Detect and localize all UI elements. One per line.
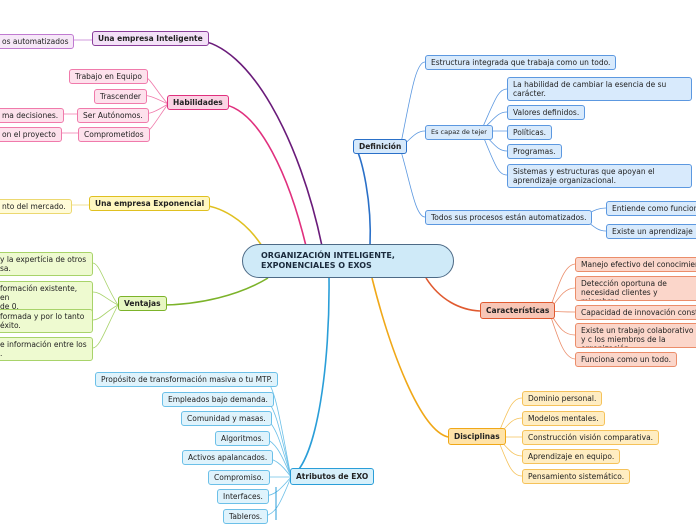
habilidad-item[interactable]: Trabajo en Equipo — [69, 69, 149, 84]
empresa-inteligente-node[interactable]: Una empresa Inteligente — [92, 31, 209, 46]
disciplina-item[interactable]: Construcción visión comparativa. — [522, 430, 660, 445]
empresa-exponencial-child[interactable]: nto del mercado. — [0, 199, 72, 214]
ventajas-node[interactable]: Ventajas — [118, 296, 167, 311]
central-topic[interactable]: ORGANIZACIÓN INTELIGENTE, EXPONENCIALES … — [242, 244, 454, 278]
caracteristica-item[interactable]: Manejo efectivo del conocimiento — [575, 257, 696, 272]
habilidad-subitem[interactable]: ma decisiones. — [0, 108, 65, 123]
empresa-exponencial-node[interactable]: Una empresa Exponencial — [89, 196, 211, 211]
disciplina-item[interactable]: Modelos mentales. — [522, 411, 605, 426]
procesos-item[interactable]: Existe un aprendizaje — [606, 224, 696, 239]
tejer-item[interactable]: Sistemas y estructuras que apoyan el apr… — [507, 164, 692, 188]
definicion-item[interactable]: Estructura integrada que trabaja como un… — [425, 55, 617, 70]
empresa-inteligente-child[interactable]: os automatizados — [0, 34, 75, 49]
ventaja-item[interactable]: formada y por lo tanto éxito. — [0, 309, 93, 333]
habilidad-subitem[interactable]: on el proyecto — [0, 127, 62, 142]
procesos-item[interactable]: Entiende como funciona — [606, 201, 696, 216]
caracteristica-item[interactable]: Detección oportuna de necesidad clientes… — [575, 276, 696, 301]
habilidades-node[interactable]: Habilidades — [167, 95, 229, 110]
habilidad-item[interactable]: Trascender — [94, 89, 148, 104]
caracteristica-item[interactable]: Funciona como un todo. — [575, 352, 677, 367]
caracteristicas-node[interactable]: Características — [480, 302, 556, 319]
disciplina-item[interactable]: Dominio personal. — [522, 391, 603, 406]
atributo-item[interactable]: Compromiso. — [208, 470, 270, 485]
atributo-item[interactable]: Activos apalancados. — [182, 450, 274, 465]
atributo-item[interactable]: Propósito de transformación masiva o tu … — [95, 372, 279, 387]
tejer-item[interactable]: Políticas. — [507, 125, 553, 140]
tejer-item[interactable]: Programas. — [507, 144, 562, 159]
atributo-item[interactable]: Interfaces. — [217, 489, 269, 504]
habilidad-item[interactable]: Comprometidos — [78, 127, 150, 142]
ventaja-item[interactable]: formación existente, en de 0. — [0, 281, 93, 314]
atributo-item[interactable]: Comunidad y masas. — [181, 411, 272, 426]
atributo-item[interactable]: Tableros. — [223, 509, 269, 524]
definicion-node[interactable]: Definición — [353, 139, 408, 154]
definicion-item[interactable]: Es capaz de tejer — [425, 125, 493, 140]
disciplina-item[interactable]: Aprendizaje en equipo. — [522, 449, 621, 464]
ventaja-item[interactable]: e información entre los . — [0, 337, 93, 361]
ventaja-item[interactable]: y la expertícia de otros sa. — [0, 252, 93, 276]
definicion-item[interactable]: Todos sus procesos están automatizados. — [425, 210, 593, 225]
tejer-item[interactable]: Valores definidos. — [507, 105, 586, 120]
habilidad-item[interactable]: Ser Autónomos. — [77, 108, 149, 123]
caracteristica-item[interactable]: Existe un trabajo colaborativo y c los m… — [575, 323, 696, 348]
atributos-node[interactable]: Atributos de EXO — [290, 468, 375, 485]
atributo-item[interactable]: Empleados bajo demanda. — [162, 392, 274, 407]
caracteristica-item[interactable]: Capacidad de innovación constan — [575, 305, 696, 320]
tejer-item[interactable]: La habilidad de cambiar la esencia de su… — [507, 77, 692, 101]
disciplina-item[interactable]: Pensamiento sistemático. — [522, 469, 631, 484]
disciplinas-node[interactable]: Disciplinas — [448, 428, 506, 445]
atributo-item[interactable]: Algoritmos. — [215, 431, 270, 446]
